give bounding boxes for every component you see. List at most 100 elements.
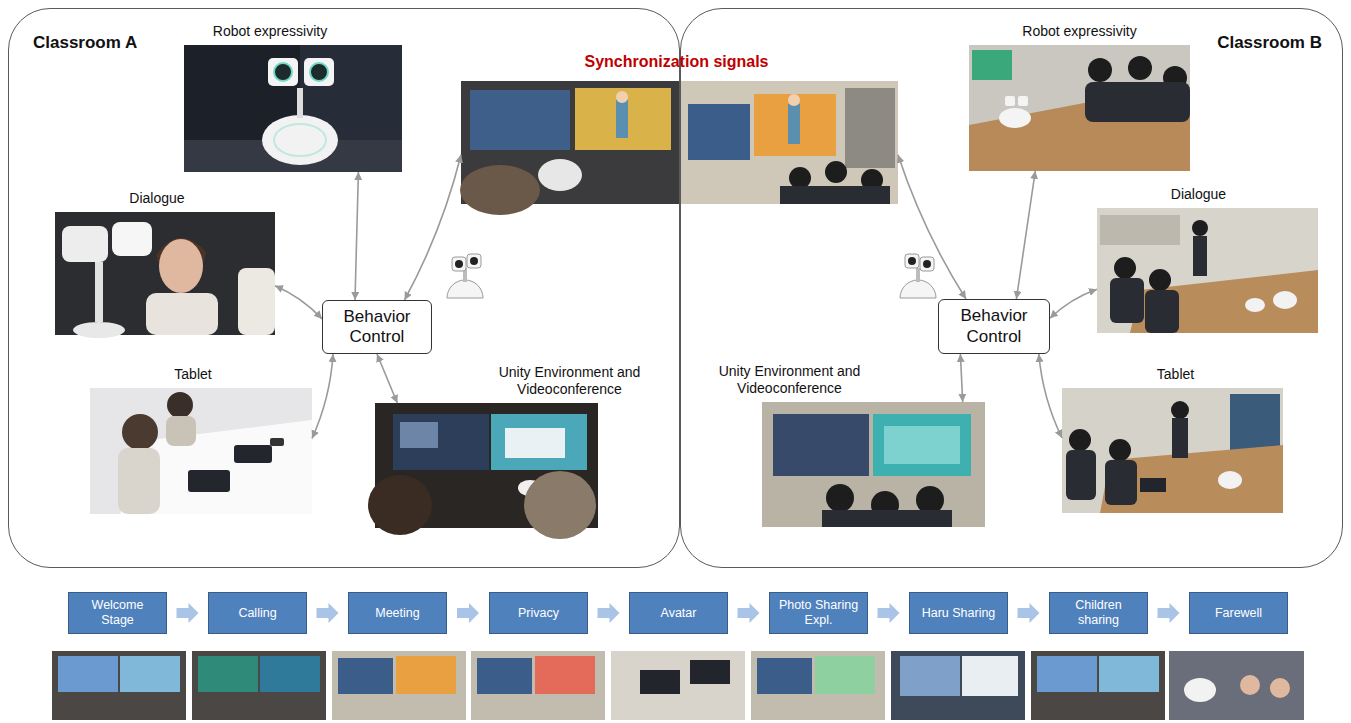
photo-caption-block: Dialogue bbox=[77, 190, 237, 207]
photo-sync-part bbox=[460, 165, 540, 215]
stage-label: Photo Sharing Expl. bbox=[775, 598, 862, 628]
photo-robot-a-part bbox=[274, 63, 292, 81]
robot-icon-part bbox=[900, 280, 936, 298]
robot-icon-part bbox=[455, 260, 463, 268]
stage-box: Calling bbox=[208, 592, 307, 634]
stage-label: Privacy bbox=[518, 606, 559, 621]
photo-dialogue-b-part bbox=[1273, 291, 1297, 309]
photo-caption-block: Synchronization signals bbox=[517, 52, 837, 71]
photo-caption: Dialogue bbox=[77, 190, 237, 207]
stage-label: Welcome Stage bbox=[74, 598, 161, 628]
stage-label: Meeting bbox=[375, 606, 419, 621]
photo-dialogue-b-part bbox=[1100, 215, 1180, 245]
robot-icon-part bbox=[447, 280, 483, 298]
stage-thumbnails-part bbox=[477, 658, 532, 694]
photo-caption: Robot expressivity bbox=[170, 23, 370, 40]
flow-arrow bbox=[1018, 603, 1040, 623]
flow-arrow bbox=[457, 603, 479, 623]
connector-arrow bbox=[275, 286, 322, 319]
photo-panel: Dialogue bbox=[55, 212, 275, 335]
photo-caption: Synchronization signals bbox=[517, 52, 837, 71]
photo-sync-part bbox=[680, 81, 898, 204]
robot-icon-part bbox=[920, 257, 934, 271]
stage-label: Avatar bbox=[661, 606, 697, 621]
photo-tablet-b-part bbox=[1069, 429, 1091, 451]
photo-tablet-b bbox=[1062, 388, 1283, 513]
photo-dialogue-a-part bbox=[55, 212, 275, 335]
stage-thumbnails-part bbox=[396, 656, 456, 694]
photo-robot-b-part bbox=[1088, 58, 1112, 82]
photo-robot-b-part bbox=[1018, 96, 1028, 106]
stage-thumbnails-part bbox=[900, 656, 960, 696]
box-text-block: Behavior Control bbox=[944, 306, 1044, 347]
photo-unity-a bbox=[368, 403, 598, 539]
region-title: Classroom B bbox=[1217, 33, 1322, 53]
photo-panel: Robot expressivity bbox=[969, 45, 1190, 171]
box-text-block: Avatar bbox=[661, 606, 697, 621]
photo-dialogue-a-part bbox=[238, 268, 275, 335]
photo-panel: Tablet bbox=[90, 388, 312, 514]
robot-icon-part bbox=[452, 257, 466, 271]
photo-dialogue-b-part bbox=[1110, 278, 1144, 323]
photo-unity-b-part bbox=[916, 486, 944, 514]
photo-robot-a bbox=[184, 45, 402, 172]
flow-arrow bbox=[177, 603, 199, 623]
stage-thumbnails-part bbox=[962, 656, 1018, 696]
photo-tablet-a-part bbox=[90, 388, 312, 514]
photo-robot-a-part bbox=[304, 58, 334, 86]
photo-robot-b-part bbox=[969, 45, 1190, 171]
stage-box: Photo Sharing Expl. bbox=[769, 592, 868, 634]
photo-tablet-b-part bbox=[1066, 450, 1096, 500]
photo-unity-b bbox=[762, 402, 985, 527]
photo-sync-part bbox=[788, 104, 800, 144]
stage-box: Meeting bbox=[348, 592, 447, 634]
stage-box: Avatar bbox=[629, 592, 728, 634]
region-title-block: Classroom B bbox=[1217, 33, 1322, 53]
photo-dialogue-b-part bbox=[1149, 269, 1171, 291]
box-text-block: Meeting bbox=[375, 606, 419, 621]
process-box: Behavior Control bbox=[322, 300, 432, 354]
flow-arrow bbox=[598, 603, 620, 623]
connector-arrow bbox=[405, 155, 462, 300]
photo-sync-part bbox=[575, 88, 671, 150]
stage-thumbnails-part bbox=[1240, 675, 1260, 695]
connector-arrow bbox=[1016, 171, 1035, 299]
flow-arrow bbox=[317, 603, 339, 623]
stage-thumbnails-part bbox=[52, 651, 186, 720]
photo-caption-block: Unity Environment and Videoconference bbox=[485, 364, 655, 398]
photo-dialogue-b-part bbox=[1245, 298, 1265, 312]
photo-tablet-a-part bbox=[188, 470, 230, 492]
photo-caption: Robot expressivity bbox=[980, 23, 1180, 40]
photo-dialogue-b-part bbox=[1193, 236, 1207, 276]
photo-sync-part bbox=[688, 104, 750, 160]
stage-label: Calling bbox=[238, 606, 276, 621]
photo-caption: Tablet bbox=[113, 366, 273, 383]
robot-icon-part bbox=[905, 254, 919, 268]
classroom-region: Classroom A Robot expressivityDialogueTab… bbox=[8, 8, 680, 568]
photo-caption: Unity Environment and Videoconference bbox=[485, 364, 655, 398]
region-title-block: Classroom A bbox=[33, 33, 137, 53]
stage-thumbnails-part bbox=[198, 656, 258, 692]
photo-panel: Unity Environment and Videoconference bbox=[762, 402, 985, 527]
photo-unity-a-part bbox=[505, 428, 565, 458]
robot-icon-part bbox=[470, 257, 478, 265]
stage-thumbnails-part bbox=[1037, 656, 1097, 692]
photo-sync-part bbox=[538, 159, 582, 191]
box-text-block: Privacy bbox=[518, 606, 559, 621]
stage-thumbnails-part bbox=[120, 656, 180, 692]
photo-robot-a-part bbox=[268, 58, 298, 86]
photo-robot-b-part bbox=[999, 108, 1031, 128]
photo-caption: Tablet bbox=[1096, 366, 1256, 383]
stage-thumbnails-part bbox=[260, 656, 320, 692]
stage-label: Haru Sharing bbox=[922, 606, 996, 621]
stage-thumbnails-part bbox=[757, 658, 812, 694]
photo-tablet-b-part bbox=[1105, 460, 1137, 505]
photo-unity-a-part bbox=[524, 471, 596, 539]
photo-tablet-b-part bbox=[1218, 471, 1242, 489]
photo-tablet-b-part bbox=[1140, 478, 1166, 492]
photo-caption-block: Tablet bbox=[113, 366, 273, 383]
stage-thumbnails-part bbox=[338, 658, 393, 694]
connector-arrow bbox=[312, 354, 333, 438]
box-label: Behavior Control bbox=[944, 306, 1044, 347]
stage-box: Haru Sharing bbox=[909, 592, 1008, 634]
